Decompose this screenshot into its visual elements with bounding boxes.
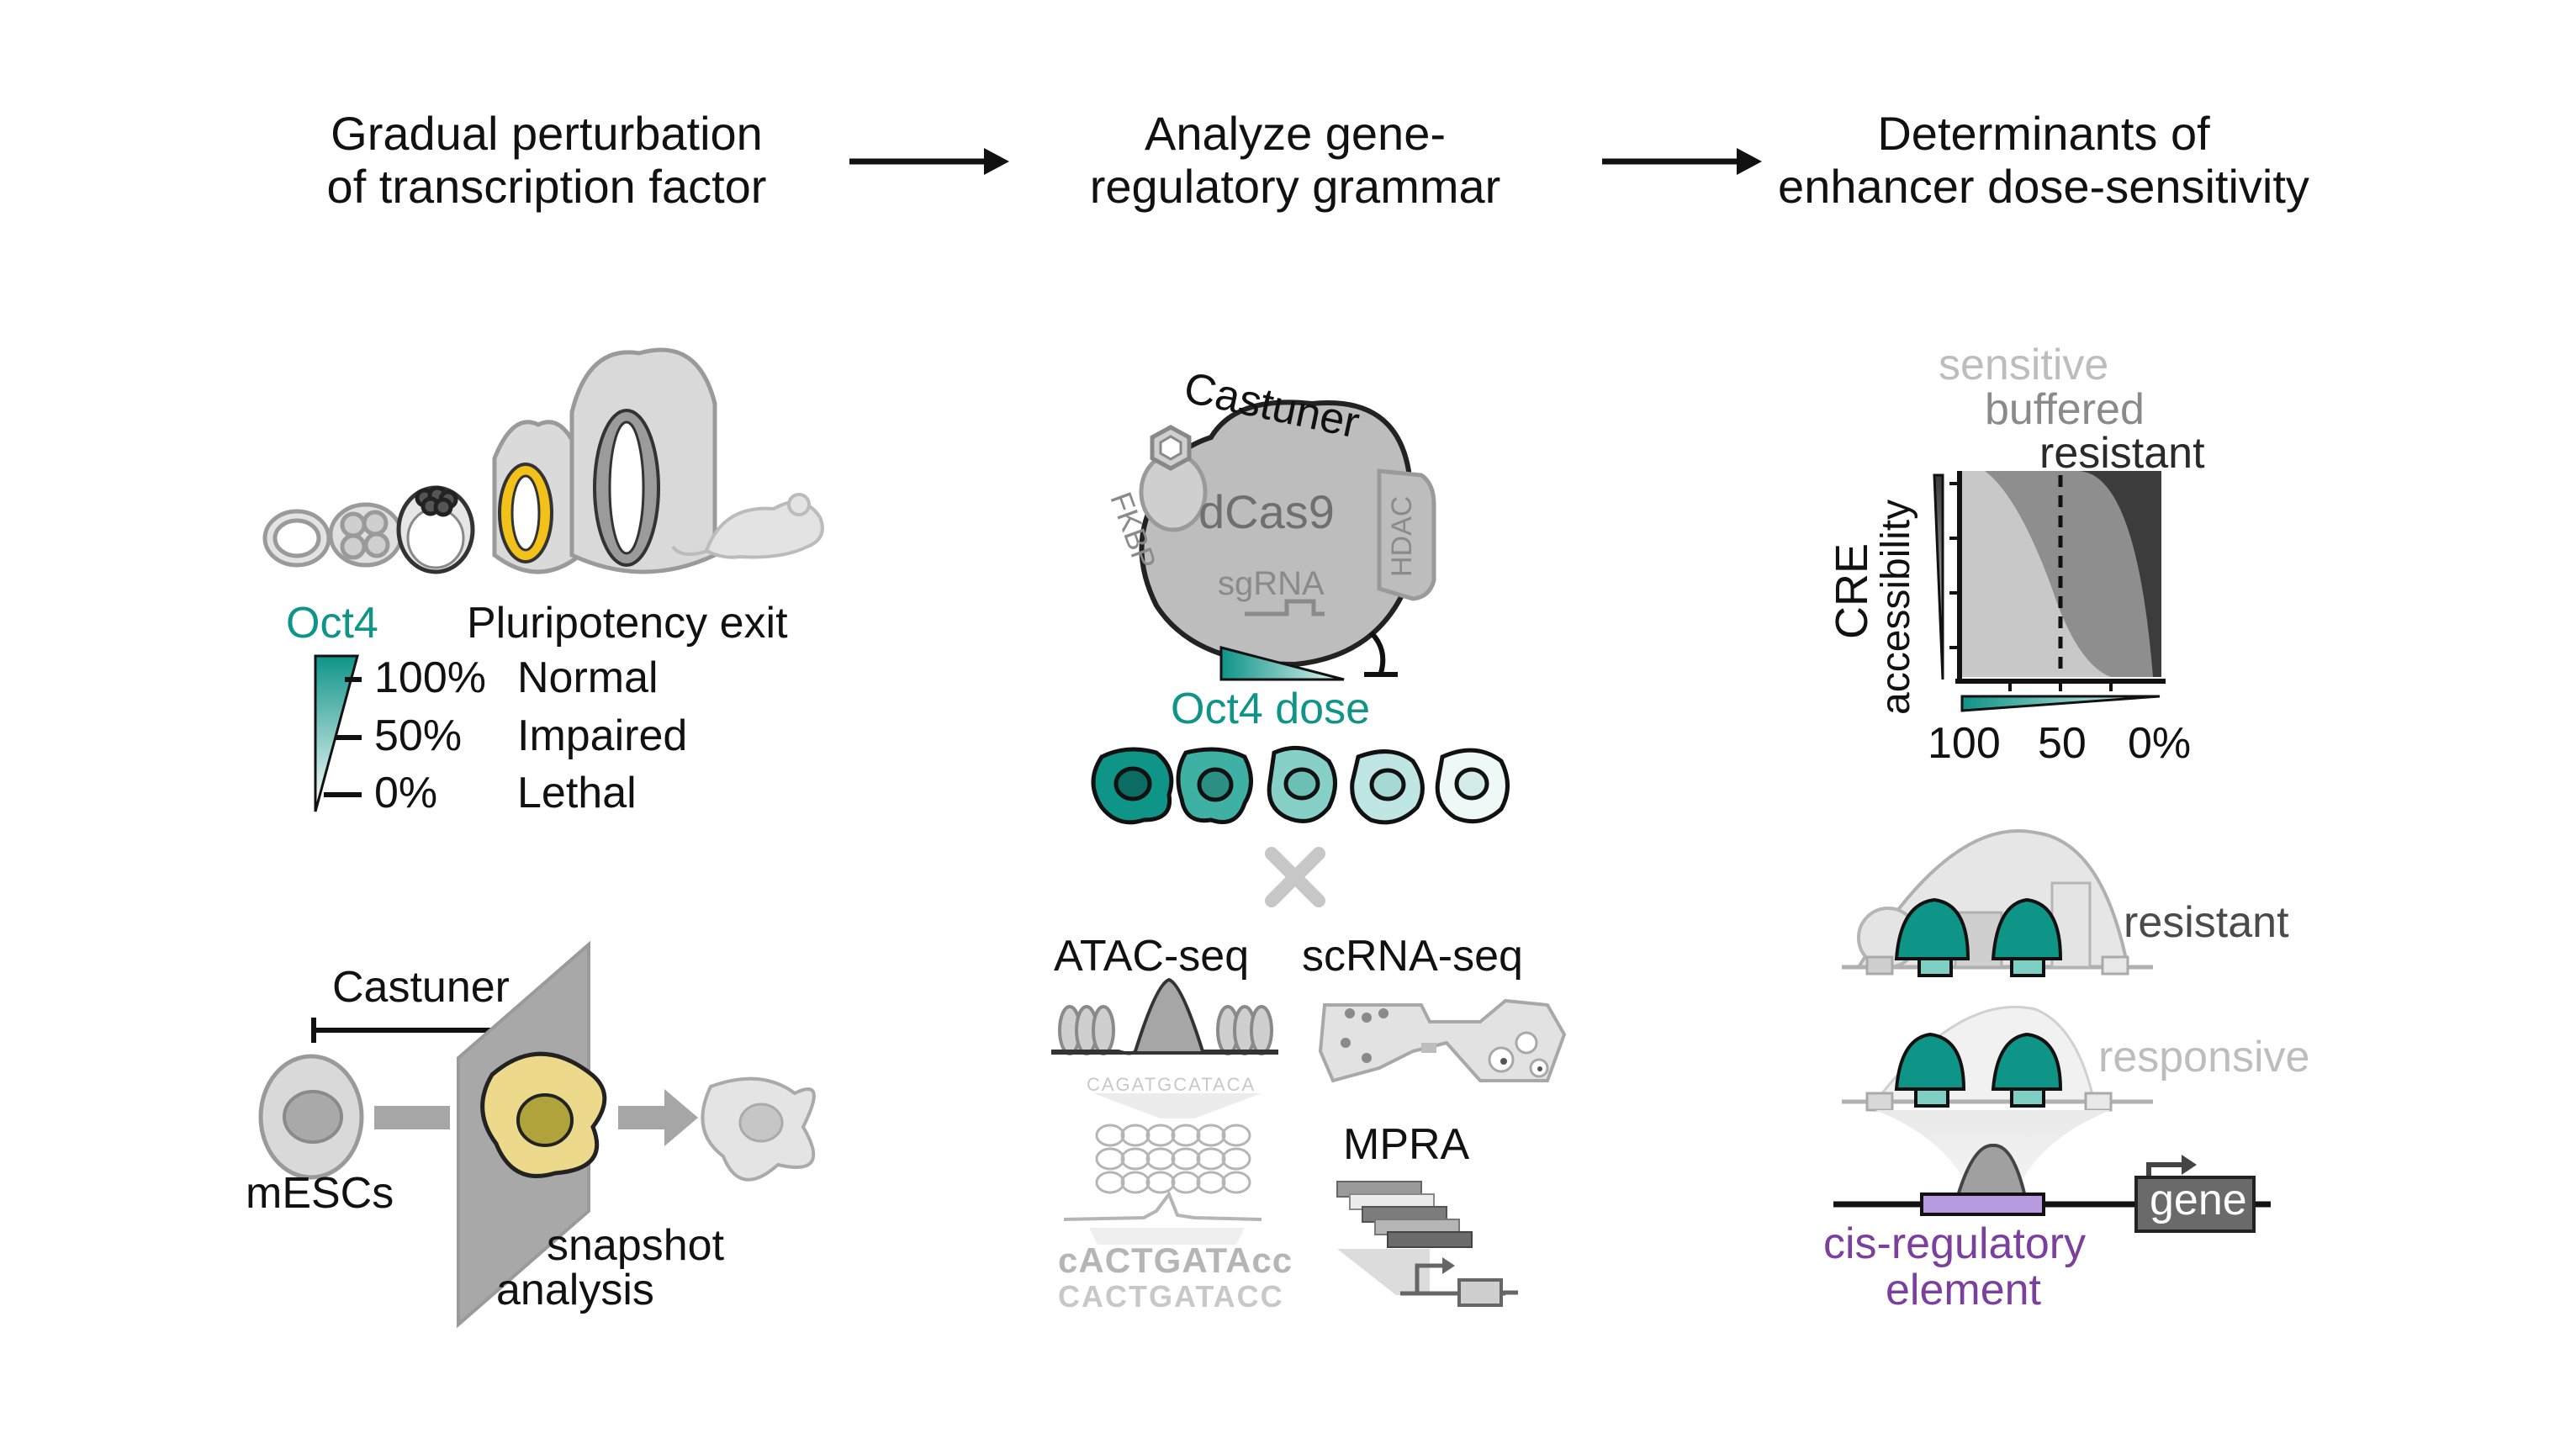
dose-cells	[1091, 745, 1510, 825]
dose-50: 50%	[374, 711, 463, 760]
step-1-line-2: of transcription factor	[326, 159, 767, 213]
atac-sequence: CAGATGCATACA	[1087, 1074, 1256, 1095]
mpra-graphic	[1336, 1181, 1518, 1307]
cell-icon	[480, 1051, 607, 1178]
category-resistant: resistant	[2039, 429, 2205, 478]
outcome-normal: Normal	[517, 653, 659, 702]
oct4-dose-label: Oct4 dose	[1171, 685, 1371, 733]
cross-icon	[1265, 847, 1325, 907]
sgrna-label: sgRNA	[1218, 565, 1325, 602]
cell-icon	[701, 1076, 816, 1182]
step-1-title: Gradual perturbation of transcription fa…	[303, 107, 791, 213]
y-axis-label-1: CRE	[1827, 542, 1877, 639]
oct4-label: Oct4	[286, 599, 378, 648]
step-3-title: Determinants of enhancer dose-sensitivit…	[1758, 107, 2330, 213]
y-axis-label-2: accessibility	[1874, 499, 1918, 715]
arrow-right-icon	[1602, 148, 1762, 175]
step-3-line-1: Determinants of	[1877, 107, 2210, 160]
analysis-label: analysis	[496, 1266, 654, 1314]
x-tick-100: 100	[1928, 719, 2001, 768]
outcome-impaired: Impaired	[517, 711, 688, 760]
step-1-line-1: Gradual perturbation	[331, 107, 763, 160]
scrna-seq-label: scRNA-seq	[1302, 932, 1523, 981]
oct4-dose-wedge	[314, 654, 359, 812]
snapshot-label: snapshot	[547, 1221, 725, 1270]
castuner-construct	[1139, 399, 1436, 681]
dose-100: 100%	[374, 653, 486, 702]
step-2-title: Analyze gene- regulatory grammar	[1051, 107, 1539, 213]
arrow-right-icon	[849, 148, 1009, 175]
atac-graphic	[1051, 977, 1278, 1245]
motif-logo: cACTGATAcc	[1058, 1240, 1293, 1280]
scrna-graphic	[1318, 998, 1567, 1083]
hdac-label: HDAC	[1386, 495, 1418, 577]
x-tick-50: 50	[2038, 719, 2087, 768]
hexagon-icon	[1150, 425, 1192, 471]
dose-0: 0%	[374, 769, 438, 817]
nucleosome-icon	[1058, 1005, 1273, 1055]
enhancer-model	[1833, 829, 2271, 1233]
category-buffered: buffered	[1985, 385, 2145, 434]
tss-arrow-icon	[1415, 1257, 1455, 1293]
dcas9-label: dCas9	[1198, 485, 1335, 538]
pluripotency-exit-label: Pluripotency exit	[467, 599, 788, 648]
mescs-label: mESCs	[246, 1169, 394, 1218]
accessibility-plot	[1933, 471, 2166, 712]
model-responsive-label: responsive	[2098, 1033, 2310, 1081]
mouse-icon	[671, 493, 824, 559]
cre-label-2: element	[1886, 1266, 2041, 1314]
motif-sequence: CACTGATACC	[1058, 1279, 1284, 1314]
mpra-label: MPRA	[1343, 1120, 1470, 1169]
x-tick-0: 0%	[2128, 719, 2192, 768]
model-resistant-label: resistant	[2124, 898, 2289, 947]
step-2-line-2: regulatory grammar	[1089, 159, 1501, 213]
castuner-label-p1: Castuner	[332, 963, 510, 1012]
category-sensitive: sensitive	[1939, 341, 2109, 389]
atac-seq-label: ATAC-seq	[1054, 932, 1250, 981]
embryo-icon	[262, 347, 717, 574]
outcome-lethal: Lethal	[517, 769, 637, 817]
step-3-line-2: enhancer dose-sensitivity	[1778, 159, 2309, 213]
gene-label: gene	[2150, 1176, 2247, 1224]
cre-label-1: cis-regulatory	[1823, 1219, 2087, 1268]
step-2-line-1: Analyze gene-	[1144, 107, 1446, 160]
cell-icon	[258, 1054, 364, 1180]
